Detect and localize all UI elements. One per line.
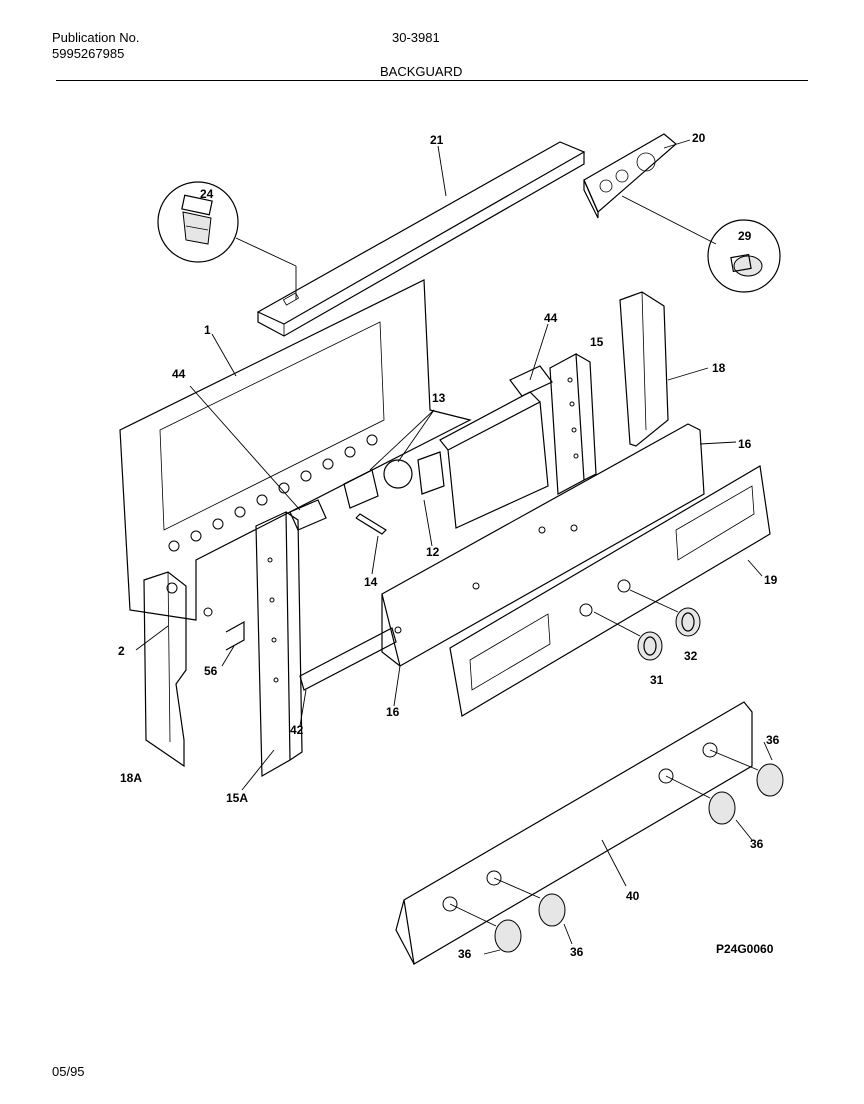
model-number: 30-3981 — [392, 30, 440, 45]
callout-16-right: 16 — [738, 437, 752, 451]
part-15-bracket — [549, 353, 597, 495]
header-rule — [56, 80, 808, 81]
part-40-lower-panel — [395, 701, 753, 965]
part-19-overlay-panel — [449, 465, 771, 717]
callout-13: 13 — [432, 391, 446, 405]
publication-number: 5995267985 — [52, 46, 125, 61]
callout-29: 29 — [738, 229, 752, 243]
part-42-rail — [299, 627, 397, 727]
part-31-knob — [593, 611, 663, 661]
callout-1: 1 — [204, 323, 211, 337]
callout-36-right: 36 — [750, 837, 764, 851]
part-21-top-trim — [256, 141, 586, 337]
callout-32: 32 — [684, 649, 698, 663]
callout-15: 15 — [590, 335, 604, 349]
callout-2: 2 — [118, 644, 125, 658]
part-14-sensor — [355, 513, 387, 575]
callout-12: 12 — [426, 545, 440, 559]
callout-16-left: 16 — [386, 705, 400, 719]
callout-labels: 21 24 20 29 1 44 15 44 18 13 16 12 14 19… — [118, 131, 780, 961]
part-18a-end-cap — [135, 571, 187, 768]
part-16-control-panel — [381, 423, 737, 707]
part-29-knob-inset — [707, 219, 781, 293]
callout-36-left: 36 — [458, 947, 472, 961]
callout-15a: 15A — [226, 791, 248, 805]
callout-20: 20 — [692, 131, 706, 145]
callout-36-middle: 36 — [570, 945, 584, 959]
callout-40: 40 — [626, 889, 640, 903]
part-24-switch-inset — [157, 181, 297, 300]
callout-24: 24 — [200, 187, 214, 201]
part-1-back-panel — [119, 279, 472, 621]
callout-leaders — [211, 145, 447, 547]
callout-56: 56 — [204, 664, 218, 678]
part-36-knobs — [449, 741, 784, 955]
callout-19: 19 — [764, 573, 778, 587]
part-15a-bracket — [241, 511, 303, 791]
housing-box — [439, 391, 549, 529]
callout-42: 42 — [290, 723, 304, 737]
callout-18: 18 — [712, 361, 726, 375]
publication-label: Publication No. — [52, 30, 140, 45]
part-56-bracket — [221, 620, 245, 667]
part-44-bracket-right — [509, 323, 553, 397]
callout-18a: 18A — [120, 771, 142, 785]
callout-21: 21 — [430, 133, 444, 147]
part-20-clock — [583, 133, 717, 245]
drawing-code: P24G0060 — [716, 942, 774, 956]
part-13-switches — [343, 409, 445, 509]
callout-31: 31 — [650, 673, 664, 687]
footer-date: 05/95 — [52, 1064, 85, 1079]
part-44-bracket-left — [189, 385, 327, 531]
callout-44-left: 44 — [172, 367, 186, 381]
callout-44-right: 44 — [544, 311, 558, 325]
callout-36-top: 36 — [766, 733, 780, 747]
part-32-knob — [629, 589, 701, 637]
part-18-end-cap — [619, 291, 709, 447]
callout-14: 14 — [364, 575, 378, 589]
section-title: BACKGUARD — [380, 64, 463, 79]
